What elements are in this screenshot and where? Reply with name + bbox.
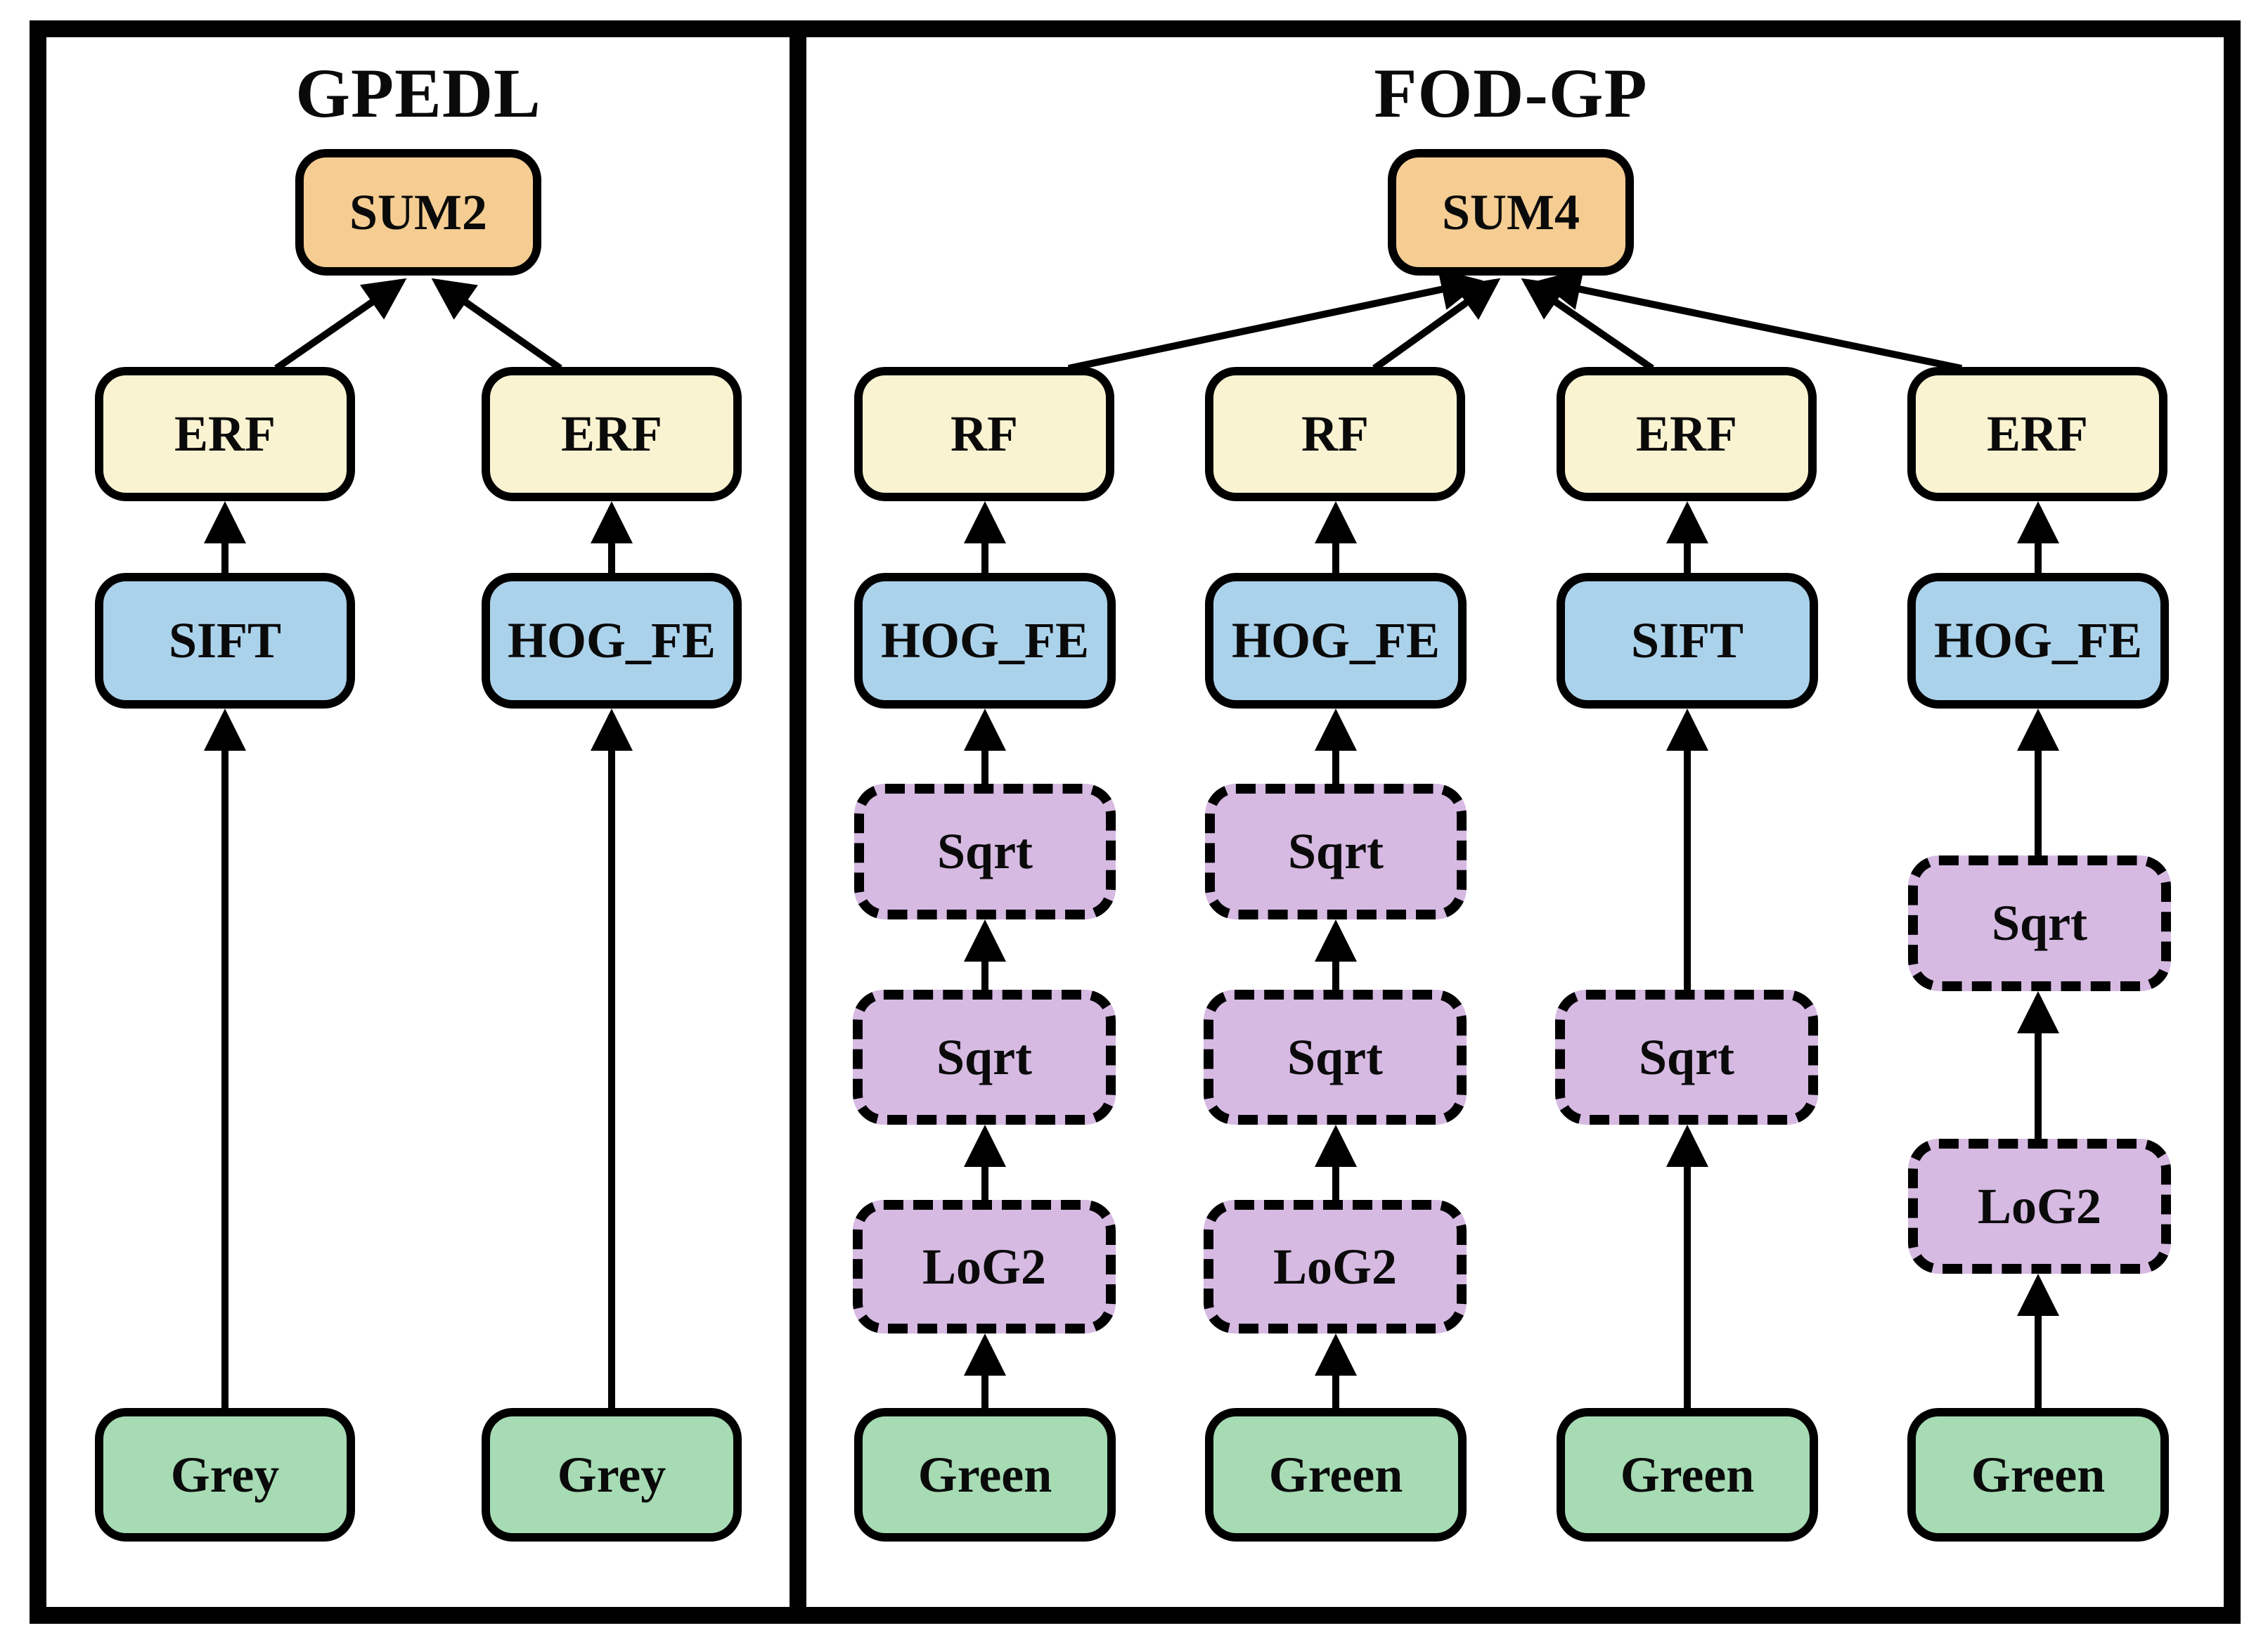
node-gpedl-sift: SIFT bbox=[95, 573, 355, 709]
node-fodgp-sqrt-1b: Sqrt bbox=[853, 990, 1116, 1125]
node-fodgp-sqrt-1a: Sqrt bbox=[854, 784, 1116, 919]
node-fodgp-rf-2: RF bbox=[1205, 367, 1465, 501]
node-fodgp-sqrt-2b: Sqrt bbox=[1204, 990, 1467, 1125]
node-fodgp-sum4: SUM4 bbox=[1388, 149, 1634, 276]
node-fodgp-green-4: Green bbox=[1907, 1408, 2169, 1542]
node-gpedl-erf-1: ERF bbox=[95, 367, 355, 501]
node-fodgp-hog-fe-1: HOG_FE bbox=[854, 573, 1116, 709]
node-fodgp-sqrt-3: Sqrt bbox=[1555, 990, 1818, 1125]
node-fodgp-log2-4: LoG2 bbox=[1908, 1139, 2171, 1274]
node-fodgp-sqrt-4: Sqrt bbox=[1908, 855, 2171, 991]
outer-border bbox=[30, 20, 2241, 1624]
node-gpedl-erf-2: ERF bbox=[482, 367, 742, 501]
node-fodgp-green-1: Green bbox=[854, 1408, 1116, 1542]
node-fodgp-log2-2: LoG2 bbox=[1204, 1200, 1467, 1333]
node-gpedl-sum2: SUM2 bbox=[295, 149, 541, 276]
node-fodgp-log2-1: LoG2 bbox=[853, 1200, 1116, 1333]
arrow-group bbox=[204, 268, 2059, 1415]
node-fodgp-erf-3: ERF bbox=[1557, 367, 1817, 501]
node-gpedl-grey-2: Grey bbox=[482, 1408, 742, 1542]
node-fodgp-hog-fe-2: HOG_FE bbox=[1205, 573, 1467, 709]
panel-title-fod-gp: FOD-GP bbox=[1374, 54, 1648, 132]
panel-title-gpedl: GPEDL bbox=[295, 54, 541, 132]
node-fodgp-rf-1: RF bbox=[854, 367, 1114, 501]
node-fodgp-erf-4: ERF bbox=[1907, 367, 2167, 501]
node-gpedl-hog-fe: HOG_FE bbox=[482, 573, 742, 709]
node-fodgp-sift-3: SIFT bbox=[1557, 573, 1818, 709]
node-fodgp-green-2: Green bbox=[1205, 1408, 1467, 1542]
node-fodgp-green-3: Green bbox=[1557, 1408, 1818, 1542]
node-fodgp-hog-fe-4: HOG_FE bbox=[1907, 573, 2169, 709]
node-fodgp-sqrt-2a: Sqrt bbox=[1205, 784, 1467, 919]
node-gpedl-grey-1: Grey bbox=[95, 1408, 355, 1542]
